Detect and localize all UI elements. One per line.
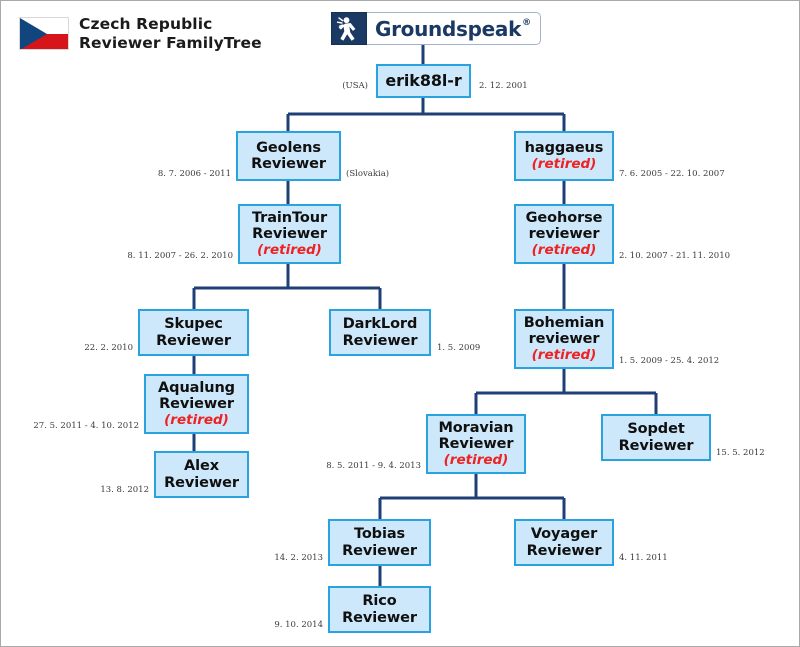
node-left-note: (USA): [342, 81, 368, 91]
node-skupec[interactable]: Skupec Reviewer: [138, 309, 249, 356]
node-left-note: 9. 10. 2014: [274, 620, 323, 630]
node-right-note: 1. 5. 2009 - 25. 4. 2012: [619, 356, 720, 366]
node-name: Rico Reviewer: [342, 593, 417, 626]
node-name: Sopdet Reviewer: [618, 421, 694, 454]
node-name: Bohemian reviewer: [523, 314, 605, 347]
registered-trademark-icon: ®: [522, 18, 532, 28]
node-retired-label: (retired): [531, 242, 597, 259]
node-name: Geolens Reviewer: [251, 139, 326, 172]
node-right-note: (Slovakia): [346, 169, 390, 179]
czech-flag-icon: [19, 17, 69, 51]
node-retired-label: (retired): [531, 347, 597, 364]
node-erik88l-r[interactable]: erik88l-r: [376, 64, 471, 98]
node-left-note: 13. 8. 2012: [100, 485, 149, 495]
node-moravian[interactable]: Moravian Reviewer (retired): [426, 414, 526, 474]
node-retired-label: (retired): [257, 242, 322, 259]
node-right-note: 4. 11. 2011: [619, 553, 668, 563]
node-name: TrainTour Reviewer: [251, 209, 328, 242]
node-bohemian[interactable]: Bohemian reviewer (retired): [514, 309, 614, 369]
node-tobias[interactable]: Tobias Reviewer: [328, 519, 431, 566]
node-right-note: 1. 5. 2009: [437, 343, 481, 353]
node-geolens[interactable]: Geolens Reviewer: [236, 131, 341, 181]
node-left-note: 8. 5. 2011 - 9. 4. 2013: [326, 461, 421, 471]
node-retired-label: (retired): [164, 412, 229, 429]
groundspeak-wordmark-text: Groundspeak: [375, 16, 522, 41]
node-rico[interactable]: Rico Reviewer: [328, 586, 431, 633]
node-left-note: 14. 2. 2013: [274, 553, 323, 563]
node-right-note: 15. 5. 2012: [716, 448, 765, 458]
node-name: Skupec Reviewer: [156, 316, 231, 349]
flag-blue-wedge: [20, 18, 47, 50]
node-name: Voyager Reviewer: [526, 526, 602, 559]
node-name: erik88l-r: [385, 71, 462, 91]
node-sopdet[interactable]: Sopdet Reviewer: [601, 414, 711, 461]
node-left-note: 8. 11. 2007 - 26. 2. 2010: [127, 251, 233, 261]
node-geohorse[interactable]: Geohorse reviewer (retired): [514, 204, 614, 264]
node-name: Geohorse reviewer: [525, 209, 603, 242]
node-traintour[interactable]: TrainTour Reviewer (retired): [238, 204, 341, 264]
node-name: Aqualung Reviewer: [158, 379, 235, 412]
node-name: Tobias Reviewer: [342, 526, 417, 559]
page-title: Czech Republic Reviewer FamilyTree: [79, 15, 262, 52]
header-title-block: Czech Republic Reviewer FamilyTree: [19, 15, 262, 53]
node-right-note: 2. 10. 2007 - 21. 11. 2010: [619, 251, 731, 261]
node-left-note: 27. 5. 2011 - 4. 10. 2012: [33, 421, 139, 431]
node-retired-label: (retired): [443, 452, 509, 469]
node-name: haggaeus: [524, 139, 604, 156]
node-haggaeus[interactable]: haggaeus (retired): [514, 131, 614, 181]
groundspeak-logo: Groundspeak®: [331, 12, 542, 45]
node-left-note: 22. 2. 2010: [84, 343, 133, 353]
groundspeak-wordmark: Groundspeak®: [367, 12, 542, 45]
node-alex[interactable]: Alex Reviewer: [154, 451, 249, 498]
node-retired-label: (retired): [531, 156, 597, 173]
node-right-note: 2. 12. 2001: [479, 81, 528, 91]
node-name: DarkLord Reviewer: [342, 316, 418, 349]
node-aqualung[interactable]: Aqualung Reviewer (retired): [144, 374, 249, 434]
groundspeak-figure-icon: [331, 12, 367, 45]
node-voyager[interactable]: Voyager Reviewer: [514, 519, 614, 566]
node-darklord[interactable]: DarkLord Reviewer: [329, 309, 431, 356]
node-name: Alex Reviewer: [164, 458, 239, 491]
node-left-note: 8. 7. 2006 - 2011: [157, 169, 231, 179]
node-right-note: 7. 6. 2005 - 22. 10. 2007: [619, 169, 725, 179]
node-name: Moravian Reviewer: [438, 419, 514, 452]
